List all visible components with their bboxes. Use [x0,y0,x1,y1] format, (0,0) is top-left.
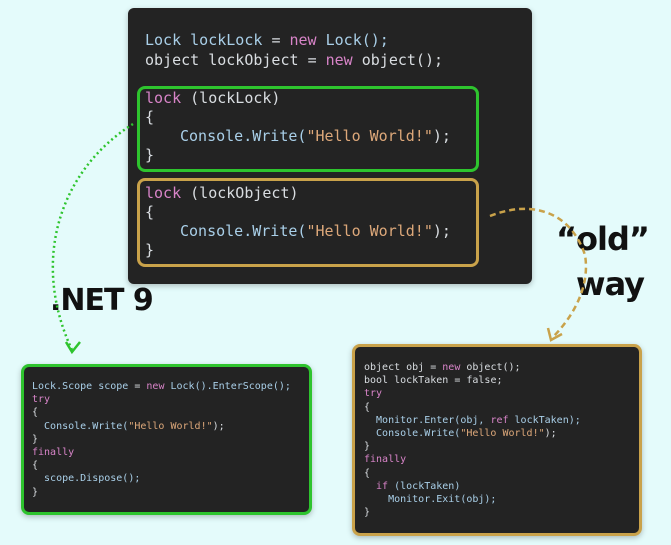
net9-code-panel [21,364,312,515]
way-label: way [576,265,645,303]
net9-code-block: Lock.Scope scope = new Lock().EnterScope… [32,381,291,498]
console-write-line: Console.Write("Hello World!"); [180,127,451,145]
old-lock-highlight-box [137,178,479,267]
gold-dashed-arrow [489,207,588,339]
new-lock-highlight-box [137,86,479,172]
console-write-line: Console.Write("Hello World!"); [180,222,451,240]
close-brace: } [145,241,155,259]
net9-label: .NET 9 [50,283,154,318]
old-way-code-block: object obj = new object(); bool lockTake… [364,362,581,519]
green-arrowhead [64,341,81,355]
gold-arrowhead [546,327,563,342]
main-code-line-2: object lockObject = new object(); [145,51,444,69]
open-brace: { [145,203,155,221]
green-dotted-arrow [51,122,134,351]
main-code-panel [128,8,532,284]
main-code-line-1: Lock lockLock = new Lock(); [145,31,389,49]
old-way-code-panel [352,344,642,536]
close-brace: } [145,146,155,164]
old-label: “old” [556,220,650,258]
lock-statement-new: lock (lockLock) [145,89,281,107]
open-brace: { [145,108,155,126]
lock-statement-old: lock (lockObject) [145,184,299,202]
